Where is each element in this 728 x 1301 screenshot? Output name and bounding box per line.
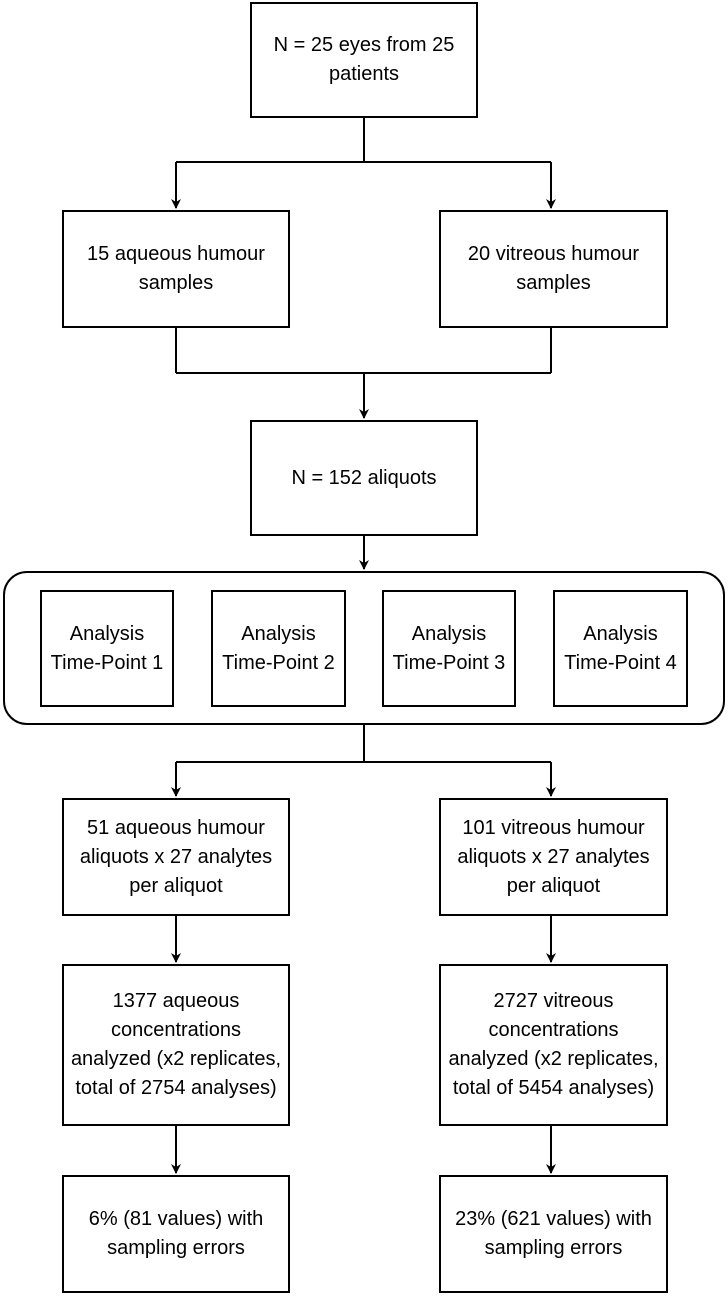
patients-box: N = 25 eyes from 25 patients	[250, 2, 478, 118]
patients-label: N = 25 eyes from 25 patients	[273, 34, 455, 85]
vitreous-concentrations-label: 2727 vitreous concentrations analyzed (x…	[448, 990, 659, 1099]
vitreous-aliquots-box: 101 vitreous humour aliquots x 27 analyt…	[439, 798, 668, 916]
aqueous-aliquots-box: 51 aqueous humour aliquots x 27 analytes…	[62, 798, 290, 916]
vitreous-concentrations-box: 2727 vitreous concentrations analyzed (x…	[439, 964, 668, 1126]
vitreous-samples-box: 20 vitreous humour samples	[439, 210, 668, 328]
aqueous-errors-label: 6% (81 values) with sampling errors	[88, 1208, 264, 1259]
timepoint-2-label: Analysis Time-Point 2	[222, 622, 335, 674]
vitreous-samples-label: 20 vitreous humour samples	[467, 243, 640, 294]
vitreous-errors-label: 23% (621 values) with sampling errors	[455, 1208, 652, 1259]
merge-connector	[175, 327, 552, 374]
aqueous-samples-label: 15 aqueous humour samples	[87, 243, 265, 294]
timepoint-4-box: Analysis Time-Point 4	[553, 590, 688, 707]
split-connector-bottom	[176, 724, 551, 763]
timepoint-3-label: Analysis Time-Point 3	[392, 622, 506, 674]
timepoint-1-label: Analysis Time-Point 1	[50, 622, 164, 674]
aqueous-aliquots-label: 51 aqueous humour aliquots x 27 analytes…	[79, 816, 273, 897]
timepoint-3-box: Analysis Time-Point 3	[382, 590, 516, 707]
timepoint-1-box: Analysis Time-Point 1	[40, 590, 174, 707]
aqueous-samples-box: 15 aqueous humour samples	[62, 210, 290, 328]
vitreous-aliquots-label: 101 vitreous humour aliquots x 27 analyt…	[457, 816, 650, 897]
split-connector-top	[176, 117, 551, 163]
aqueous-concentrations-label: 1377 aqueous concentrations analyzed (x2…	[70, 990, 282, 1099]
aqueous-errors-box: 6% (81 values) with sampling errors	[62, 1175, 290, 1293]
aliquots-label: N = 152 aliquots	[291, 466, 437, 489]
timepoint-2-box: Analysis Time-Point 2	[211, 590, 346, 707]
aqueous-concentrations-box: 1377 aqueous concentrations analyzed (x2…	[62, 964, 290, 1126]
aliquots-box: N = 152 aliquots	[250, 420, 478, 536]
vitreous-errors-box: 23% (621 values) with sampling errors	[439, 1175, 668, 1293]
timepoint-4-label: Analysis Time-Point 4	[564, 622, 677, 674]
